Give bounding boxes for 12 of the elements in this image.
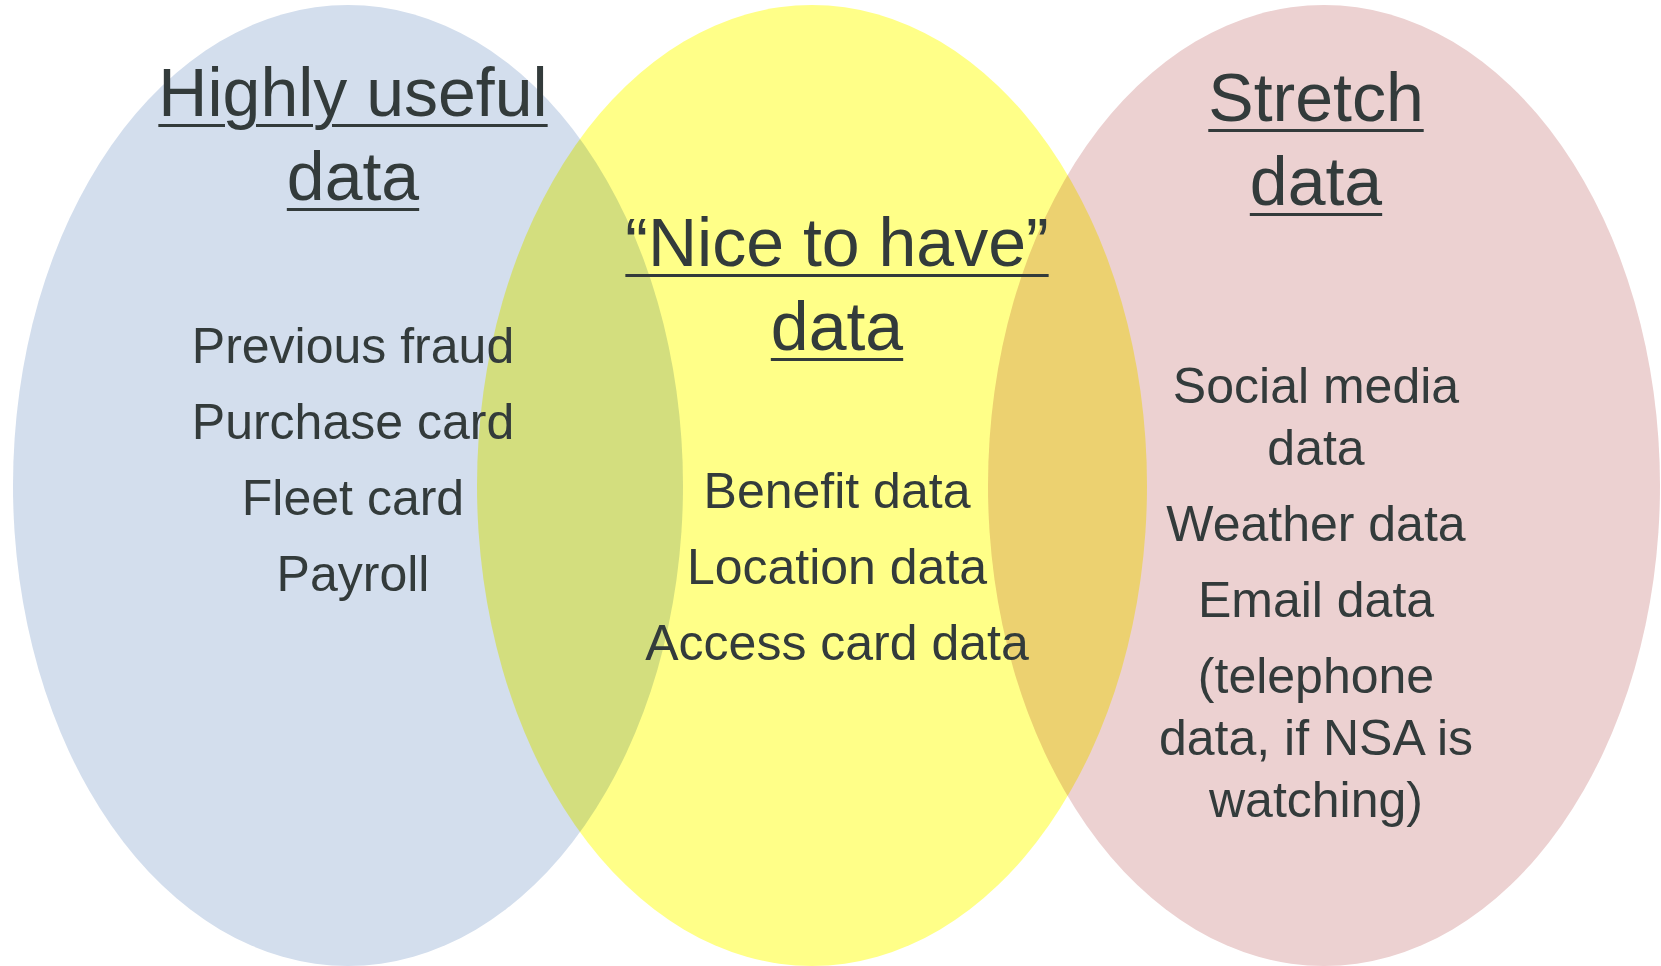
set-heading: Stretch data xyxy=(1207,58,1425,221)
list-item: Location data xyxy=(685,538,989,597)
list-item: Social media data xyxy=(1171,357,1461,478)
list-item: Fleet card xyxy=(240,469,466,528)
list-item: Payroll xyxy=(275,545,431,604)
list-item: Email data xyxy=(1196,571,1436,630)
list-item: Access card data xyxy=(644,614,1030,673)
set-heading: “Nice to have” data xyxy=(624,203,1050,366)
set-heading: Highly useful data xyxy=(157,53,549,216)
list-item: (telephone data, if NSA is watching) xyxy=(1157,647,1474,830)
list-item: Benefit data xyxy=(702,462,972,521)
list-item: Weather data xyxy=(1165,495,1467,554)
